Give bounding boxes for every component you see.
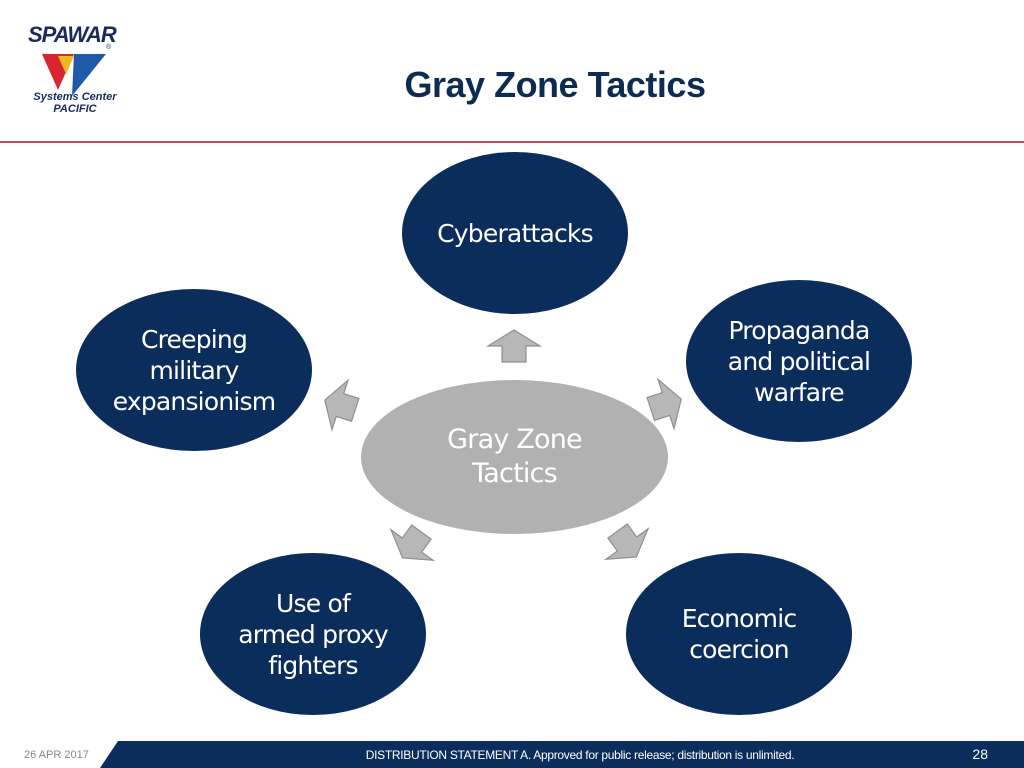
logo-wordmark: SPAWAR: [28, 22, 117, 47]
logo-registered-mark: ®: [106, 44, 112, 51]
slide-title: Gray Zone Tactics: [404, 64, 706, 105]
node-propaganda: Propaganda and political warfare: [686, 280, 912, 442]
node-economic-coercion: Economic coercion: [626, 553, 852, 715]
node-armed-proxy-fighters: Use of armed proxy fighters: [200, 553, 426, 715]
logo-line-2: PACIFIC: [53, 103, 97, 115]
node-military-expansionism: Creeping military expansionism: [76, 289, 312, 451]
arrow-to-economic-coercion: [603, 523, 650, 561]
logo-line-1: Systems Center: [33, 91, 117, 103]
arrow-to-propaganda: [646, 377, 682, 431]
title-divider: [0, 141, 1024, 143]
distribution-statement: DISTRIBUTION STATEMENT A. Approved for p…: [365, 748, 795, 762]
footer-bar: [100, 741, 1024, 768]
arrow-to-proxy-fighters: [389, 524, 436, 562]
logo-flag-icon: [42, 54, 106, 96]
arrow-to-cyberattacks: [485, 329, 543, 363]
center-node: Gray Zone Tactics: [359, 378, 670, 536]
page-number: 28: [972, 746, 988, 762]
spawar-logo: SPAWAR ® Systems Center PACIFIC: [20, 18, 130, 118]
footer-date: 26 APR 2017: [24, 749, 89, 761]
arrow-to-military-expansionism: [324, 378, 360, 432]
slide-footer: 26 APR 2017 DISTRIBUTION STATEMENT A. Ap…: [0, 741, 1024, 768]
node-cyberattacks: Cyberattacks: [402, 152, 628, 314]
